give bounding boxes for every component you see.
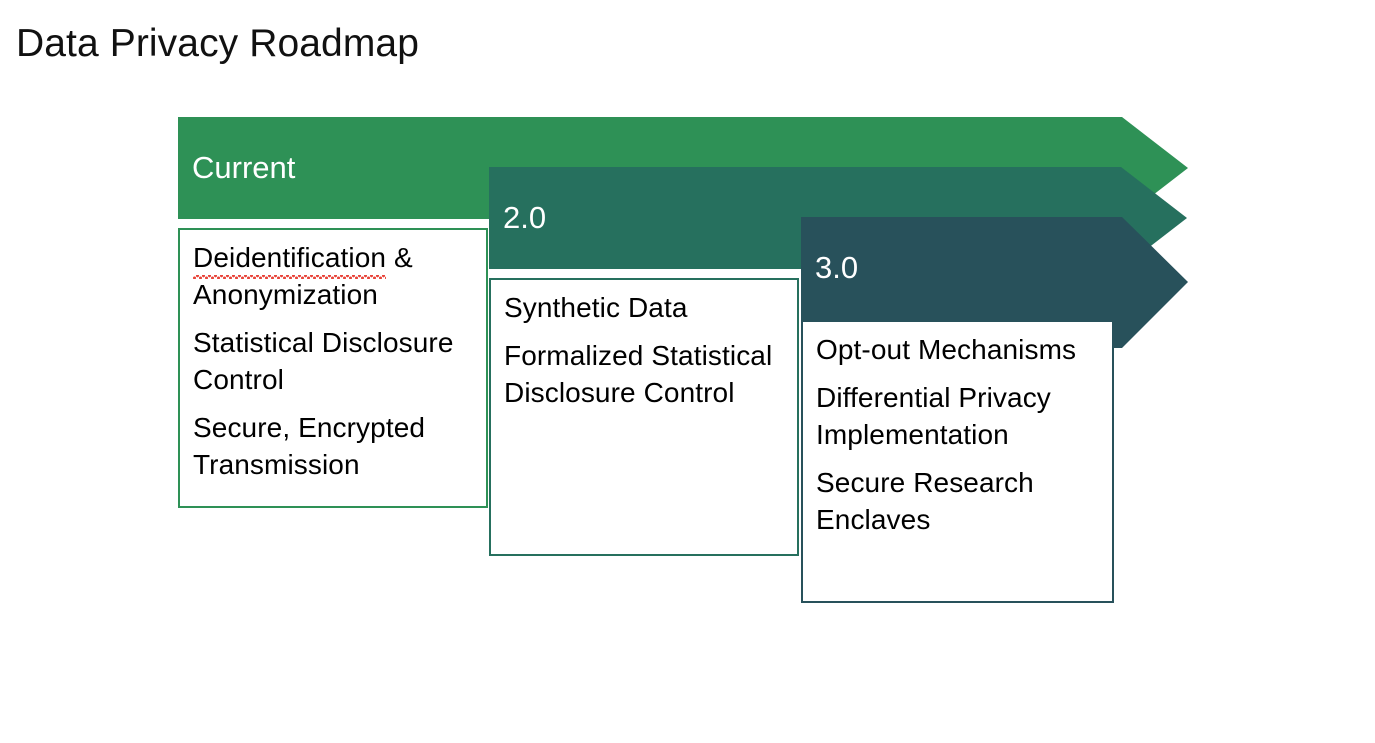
list-item: Statistical Disclosure Control <box>193 327 454 395</box>
stage-body-current[interactable]: Deidentification & Anonymization Statist… <box>178 228 488 508</box>
list-item: Opt-out Mechanisms <box>816 334 1077 365</box>
stage-body-2-0[interactable]: Synthetic Data Formalized Statistical Di… <box>489 278 799 556</box>
list-item: Synthetic Data <box>504 292 688 323</box>
list-item: Formalized Statistical Disclosure Contro… <box>504 340 773 408</box>
stage-item-list-3-0: Opt-out Mechanisms Differential Privacy … <box>816 331 1102 538</box>
stage-item-list-current: Deidentification & Anonymization Statist… <box>193 239 476 483</box>
misspelled-word: Deidentification <box>193 239 387 279</box>
list-item: Differential Privacy Implementation <box>816 382 1051 450</box>
list-item: Secure Research Enclaves <box>816 467 1034 535</box>
stage-arrow-3-0[interactable] <box>801 217 1190 348</box>
list-item: Deidentification & Anonymization <box>193 239 476 313</box>
list-item: Secure, Encrypted Transmission <box>193 412 426 480</box>
page-title: Data Privacy Roadmap <box>16 22 420 65</box>
stage-item-list-2-0: Synthetic Data Formalized Statistical Di… <box>504 289 787 411</box>
stage-body-3-0[interactable]: Opt-out Mechanisms Differential Privacy … <box>801 320 1114 603</box>
